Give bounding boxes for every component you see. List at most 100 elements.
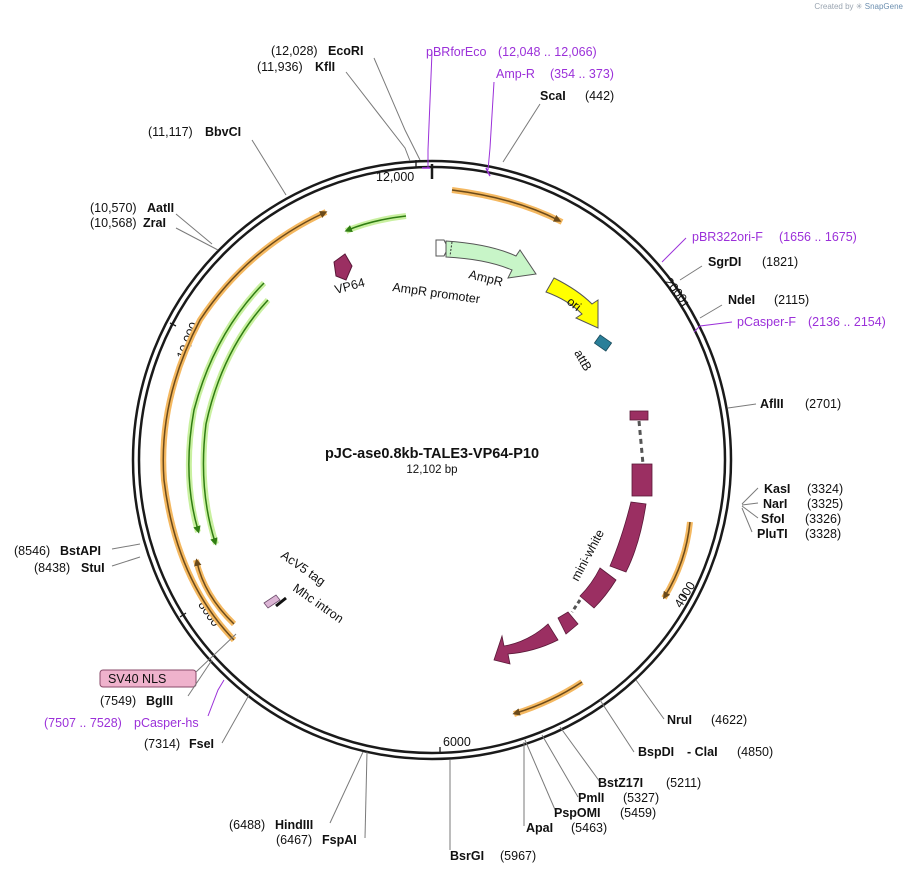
leader-zrai bbox=[175, 227, 219, 251]
tick-10000 bbox=[169, 322, 177, 327]
leader-aatii bbox=[175, 213, 213, 245]
credit-brand: SnapGene bbox=[864, 2, 903, 11]
primer-range-pcasperhs: (7507 .. 7528) bbox=[44, 716, 122, 730]
orf-arc-bottom-core bbox=[512, 681, 583, 716]
backbone-outer bbox=[131, 159, 733, 761]
site-labels: (12,028) EcoRI (11,936) KflI (11,117) Bb… bbox=[14, 44, 843, 863]
site-name-pluti: PluTI bbox=[757, 527, 788, 541]
site-pos-pspomi: (5459) bbox=[620, 806, 656, 820]
credit-prefix: Created by bbox=[814, 2, 854, 11]
label-sv40-nls: SV40 NLS bbox=[108, 672, 166, 686]
site-pos-kfli: (11,936) bbox=[257, 60, 303, 74]
site-pos-bstz17i: (5211) bbox=[666, 776, 701, 790]
site-pos-bsrgi: (5967) bbox=[500, 849, 536, 863]
primer-range-pbr322ori: (1656 .. 1675) bbox=[779, 230, 857, 244]
site-pos-fsei: (7314) bbox=[144, 737, 180, 751]
leader-bbvci bbox=[251, 139, 287, 196]
site-pos-sgrdi: (1821) bbox=[762, 255, 798, 269]
tick-marks bbox=[169, 160, 689, 754]
orf-arc-top-core bbox=[451, 189, 562, 222]
site-pos-clai: (4850) bbox=[737, 745, 773, 759]
leader-bglii bbox=[187, 659, 213, 697]
site-pos-bstapi: (8546) bbox=[14, 544, 50, 558]
green-arc-top-glow bbox=[344, 213, 407, 234]
site-pos-bbvci: (11,117) bbox=[148, 125, 193, 139]
leader-pluti bbox=[741, 507, 753, 533]
site-pos-zrai: (10,568) bbox=[90, 216, 137, 230]
site-pos-kasi: (3324) bbox=[807, 482, 843, 496]
leader-scai bbox=[502, 103, 541, 163]
green-arc-top-core bbox=[344, 215, 407, 233]
site-name-kasi: KasI bbox=[764, 482, 790, 496]
label-acv5: AcV5 tag bbox=[278, 548, 328, 589]
primer-name-pcasperhs: pCasper-hs bbox=[134, 716, 199, 730]
primer-range-ampr: (354 .. 373) bbox=[550, 67, 614, 81]
plasmid-name: pJC-ase0.8kb-TALE3-VP64-P10 bbox=[325, 446, 539, 462]
primer-range-pbrforeco: (12,048 .. 12,066) bbox=[498, 45, 597, 59]
site-name-fspai: FspAI bbox=[322, 833, 357, 847]
primer-name-pbr322ori: pBR322ori-F bbox=[692, 230, 763, 244]
leader-pmli bbox=[541, 734, 579, 798]
label-vp64: VP64 bbox=[333, 275, 366, 296]
leader-kasi bbox=[741, 487, 759, 505]
ampr-shape bbox=[445, 240, 537, 279]
primer-leaders bbox=[207, 51, 733, 717]
site-name-pmli: PmlI bbox=[578, 791, 604, 805]
leader-ndei bbox=[699, 304, 723, 319]
site-name-bglii: BglII bbox=[146, 694, 173, 708]
site-name-scai: ScaI bbox=[540, 89, 566, 103]
label-attb: attB bbox=[571, 347, 594, 373]
leader-bstapi bbox=[111, 543, 141, 550]
mini-white-exon-5 bbox=[557, 611, 579, 635]
orf-arc-top bbox=[451, 187, 564, 225]
site-name-sfoi: SfoI bbox=[761, 512, 785, 526]
ampr-dotted bbox=[449, 241, 453, 257]
plasmid-size: 12,102 bp bbox=[406, 464, 457, 476]
tick-4000 bbox=[679, 593, 687, 599]
leader-aflii bbox=[727, 403, 757, 409]
primer-name-ampr: Amp-R bbox=[496, 67, 535, 81]
ori-shape bbox=[545, 277, 599, 329]
leader-nari bbox=[741, 502, 759, 506]
green-arc-left2-glow bbox=[200, 297, 271, 545]
leader-ampr-primer bbox=[487, 81, 495, 171]
site-name-bspdi: BspDI bbox=[638, 745, 674, 759]
tick-label-6000: 6000 bbox=[443, 735, 471, 749]
leader-stui bbox=[111, 556, 141, 567]
site-name-sgrdi: SgrDI bbox=[708, 255, 741, 269]
primer-name-pbrforeco: pBRforEco bbox=[426, 45, 486, 59]
site-pos-stui: (8438) bbox=[34, 561, 70, 575]
site-name-ndei: NdeI bbox=[728, 293, 755, 307]
vp64-shape bbox=[333, 253, 353, 281]
orf-arc-right-core bbox=[663, 521, 691, 600]
acv5-shape bbox=[263, 594, 281, 609]
label-ori: ori bbox=[564, 294, 584, 314]
mini-white-exon-1 bbox=[629, 410, 649, 421]
green-arc-left2-core bbox=[202, 299, 269, 546]
mhc-intron-mark bbox=[275, 596, 287, 608]
leader-bspdi bbox=[599, 699, 635, 753]
leader-pbrforeco bbox=[427, 51, 433, 168]
mini-white-intron-1 bbox=[637, 420, 645, 465]
site-pos-aflii: (2701) bbox=[805, 397, 841, 411]
leader-ecori bbox=[373, 57, 421, 161]
leader-fsei bbox=[221, 694, 250, 744]
attb-shape bbox=[593, 334, 613, 352]
site-pos-ndei: (2115) bbox=[774, 293, 809, 307]
site-name-pspomi: PspOMI bbox=[554, 806, 601, 820]
site-pos-apai: (5463) bbox=[571, 821, 607, 835]
mini-white-exon-arrow bbox=[493, 623, 559, 665]
tick-8000 bbox=[179, 612, 187, 618]
site-pos-ecori: (12,028) bbox=[271, 44, 318, 58]
green-arcs bbox=[185, 213, 407, 546]
orf-arc-left-core bbox=[162, 211, 328, 641]
tick-label-12000: 12,000 bbox=[376, 170, 414, 184]
site-name-clai: - ClaI bbox=[687, 745, 718, 759]
primer-name-pcasperf: pCasper-F bbox=[737, 315, 796, 329]
leader-kfli bbox=[345, 71, 411, 162]
site-name-zrai: ZraI bbox=[143, 216, 166, 230]
leader-nrui bbox=[635, 679, 665, 720]
label-mhc-intron: Mhc intron bbox=[290, 581, 346, 626]
leader-sgrdi bbox=[679, 265, 703, 281]
